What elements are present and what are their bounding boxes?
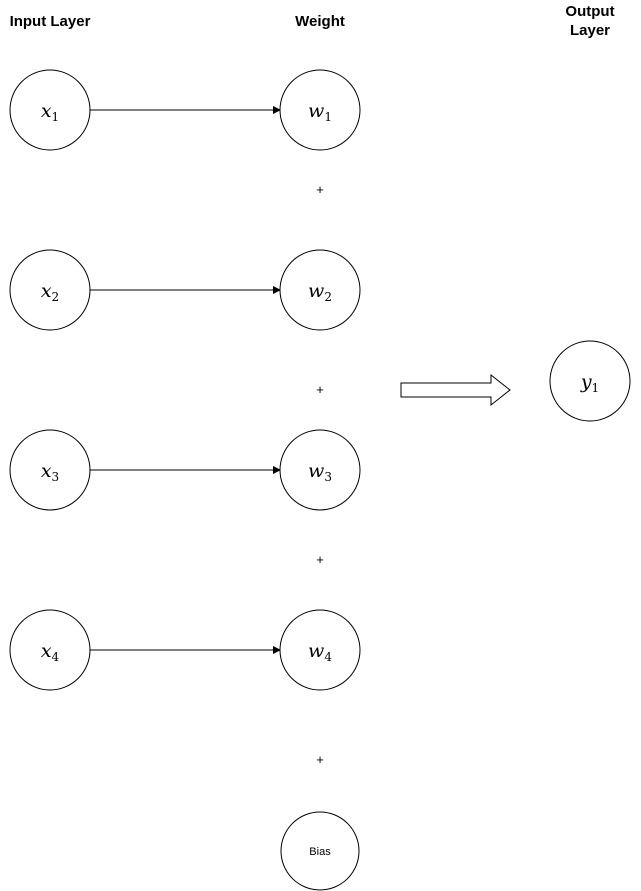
input-layer-header: Input Layer xyxy=(10,13,91,30)
output-node-y1 xyxy=(549,340,631,422)
output-layer-header-line2: Layer xyxy=(570,22,610,39)
plus-sign-3: + xyxy=(316,552,324,567)
input-label-x3: x3 xyxy=(41,460,59,484)
input-node-x1 xyxy=(9,69,91,151)
weight-label-w1: w1 xyxy=(308,100,332,124)
input-label-x2: x2 xyxy=(41,280,59,304)
block-arrow-icon xyxy=(400,373,511,407)
weight-label-w3: w3 xyxy=(308,460,332,484)
plus-sign-1: + xyxy=(316,182,324,197)
weight-label-w4: w4 xyxy=(308,640,332,664)
bias-label: Bias xyxy=(309,846,331,858)
weight-node-w4 xyxy=(279,609,361,691)
input-node-x4 xyxy=(9,609,91,691)
plus-sign-2: + xyxy=(316,382,324,397)
weight-label-w2: w2 xyxy=(308,280,332,304)
input-node-x2 xyxy=(9,249,91,331)
weight-node-w2 xyxy=(279,249,361,331)
weight-header: Weight xyxy=(295,13,345,30)
input-node-x3 xyxy=(9,429,91,511)
input-label-x1: x1 xyxy=(41,100,59,124)
output-layer-header-line1: Output xyxy=(565,3,614,20)
plus-sign-4: + xyxy=(316,752,324,767)
bias-node xyxy=(280,811,360,891)
input-label-x4: x4 xyxy=(41,640,60,664)
output-label-y1: y1 xyxy=(580,371,599,395)
weight-node-w1 xyxy=(279,69,361,151)
weight-node-w3 xyxy=(279,429,361,511)
